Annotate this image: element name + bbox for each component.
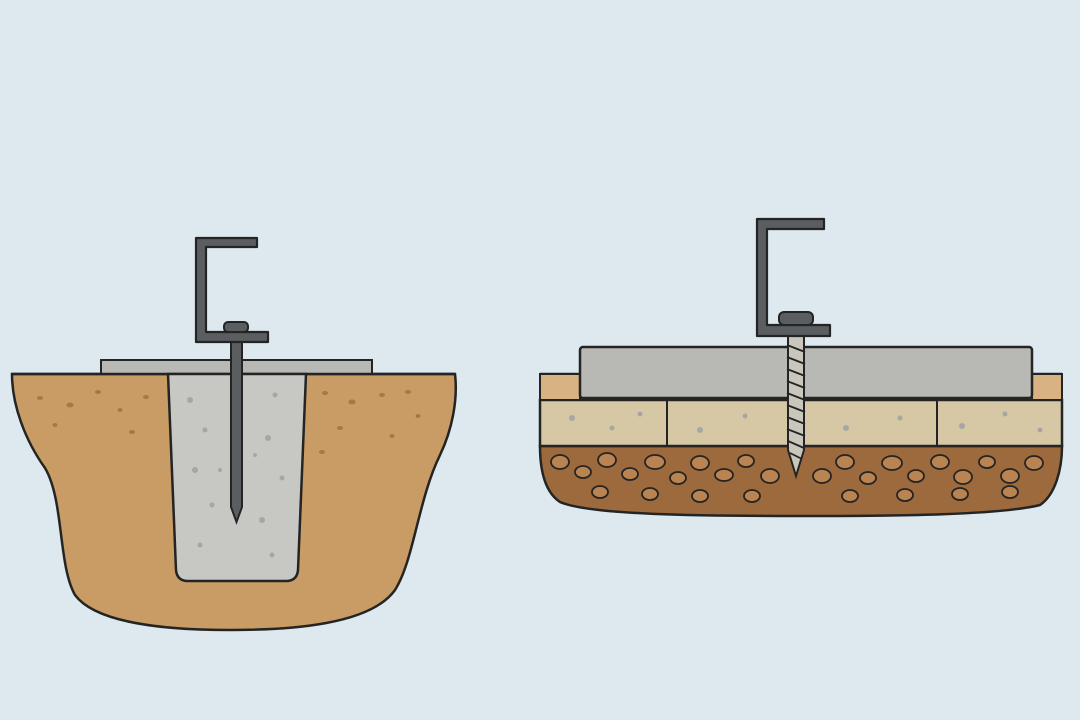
screw-icon <box>786 335 806 480</box>
washer-icon <box>778 311 814 326</box>
z-bracket-icon <box>755 217 832 338</box>
gravel-pebbles <box>550 452 1044 503</box>
soil-ledge-right <box>1031 373 1063 401</box>
soil-speckles <box>37 390 421 454</box>
washer-icon <box>223 321 249 333</box>
concrete-speckles <box>187 392 285 558</box>
paver-slab <box>578 345 1034 400</box>
nail-icon <box>230 334 243 525</box>
z-bracket-icon <box>194 236 270 344</box>
paver-speckles <box>569 411 1043 433</box>
left-panel <box>10 236 457 632</box>
soil-ledge-left <box>539 373 581 401</box>
right-panel <box>538 217 1064 518</box>
